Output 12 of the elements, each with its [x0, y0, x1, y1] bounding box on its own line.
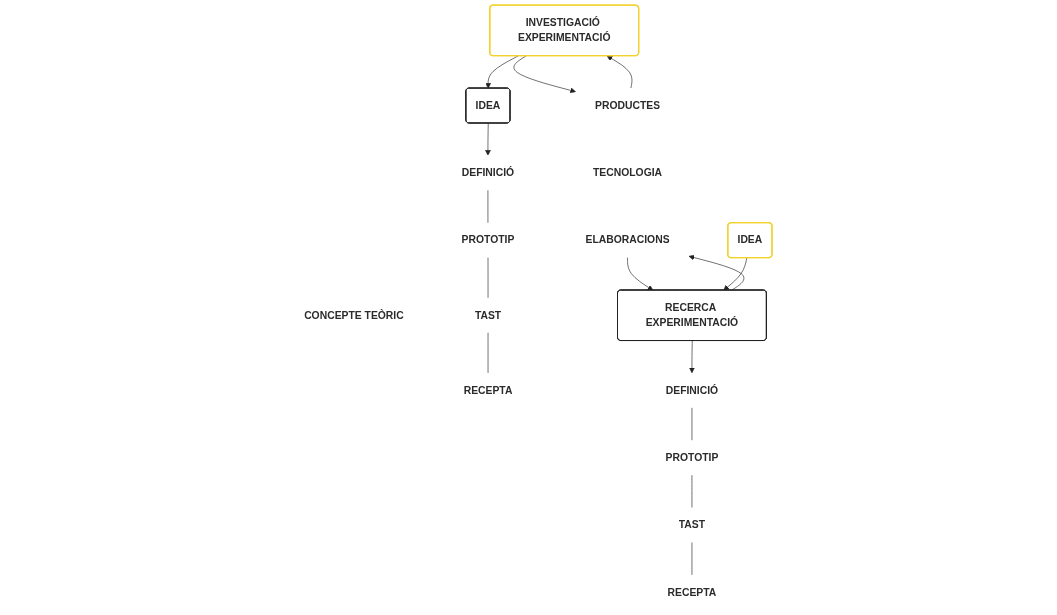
node-text: TAST [475, 309, 502, 321]
node-text: CONCEPTE TEÒRIC [304, 309, 404, 321]
node-text: RECEPTA [667, 586, 717, 598]
node-text: DEFINICIÓ [665, 384, 719, 396]
node-text: RECEPTA [463, 384, 513, 396]
node-text: PROTOTIP [461, 234, 515, 246]
node-text: TAST [678, 519, 706, 531]
node-text: DEFINICIÓ [461, 167, 515, 179]
node-text: PRODUCTES [595, 99, 661, 111]
node-text: PROTOTIP [665, 451, 719, 463]
node-text: TECNOLOGIA [593, 167, 663, 179]
node-text: ELABORACIONS [585, 234, 670, 246]
